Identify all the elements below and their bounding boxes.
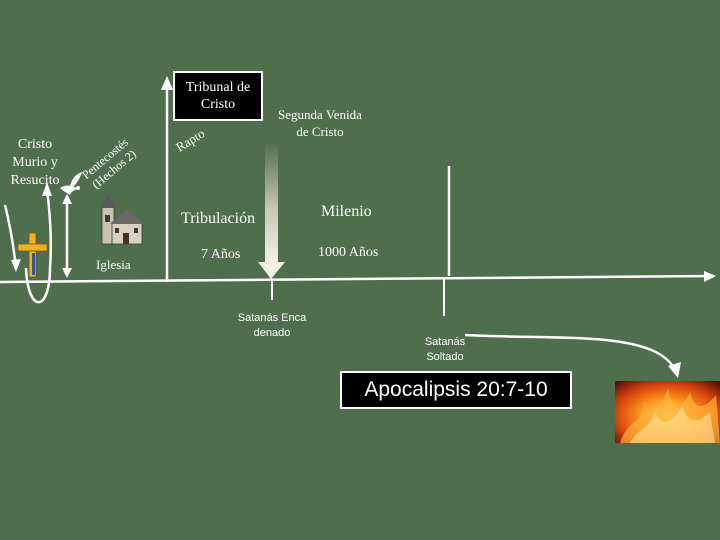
- dove-icon: [60, 172, 82, 195]
- second-coming-label: Segunda Venida de Cristo: [278, 107, 362, 139]
- church-label: Iglesia: [96, 257, 131, 272]
- tribulation-years: 7 Años: [201, 247, 241, 262]
- satan-loosed-label: Satanás Soltado: [424, 336, 466, 363]
- fire-icon: [615, 381, 720, 443]
- judgment-seat-label: Tribunal de Cristo: [185, 80, 251, 112]
- satan-bound-label: Satanás Encadenado: [237, 312, 307, 339]
- second-coming-arrow: [258, 143, 285, 279]
- millennium-label: Milenio: [321, 203, 372, 220]
- cross-icon: [17, 232, 48, 278]
- church-icon: [100, 194, 144, 245]
- revelation-reference-box: Apocalipsis 20:7-10: [340, 371, 572, 409]
- death-resurrection-loop: [3, 182, 53, 304]
- judgment-seat-box: Tribunal de Cristo: [173, 71, 263, 121]
- rapture-line: [161, 76, 173, 282]
- millennium-years: 1000 Años: [318, 245, 379, 260]
- pentecost-arrow: [62, 194, 72, 278]
- main-timeline: [0, 271, 716, 284]
- death-resurrection-label: Cristo Murio y Resucito: [10, 137, 60, 188]
- revelation-reference: Apocalipsis 20:7-10: [364, 378, 548, 401]
- tribulation-label: Tribulación: [181, 210, 256, 227]
- lake-of-fire-arrow: [464, 333, 681, 378]
